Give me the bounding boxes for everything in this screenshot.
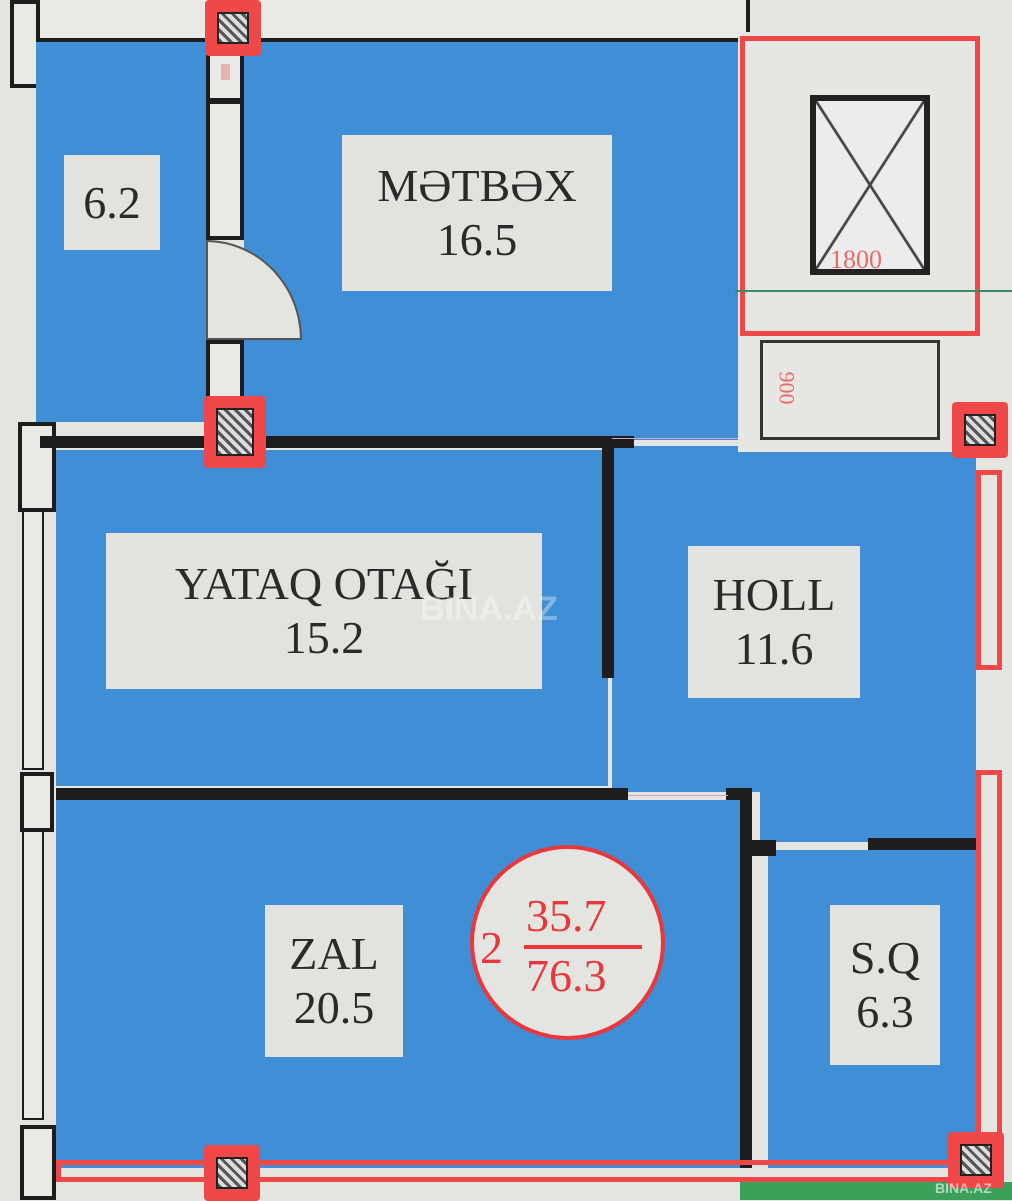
kitchen-name: MƏTBƏX [377, 160, 577, 211]
right-outer-wall-upper [976, 470, 1002, 670]
kitchen-area: 16.5 [436, 214, 518, 265]
bedroom-label: YATAQ OTAĞI 15.2 [106, 533, 542, 689]
hall-name: HOLL [712, 569, 836, 620]
living-right-wall-cap [726, 788, 752, 800]
left-outer-wall-mid [18, 422, 56, 512]
bathroom-name: S.Q [849, 932, 921, 983]
room-count: 2 [480, 922, 503, 973]
top-outer-wall [10, 0, 750, 42]
bathroom-label: S.Q 6.3 [830, 905, 940, 1065]
watermark-corner: BINA.AZ [935, 1180, 992, 1196]
elevator-dimension-label: 1800 [830, 245, 882, 274]
fraction-line [524, 945, 642, 949]
left-outer-wall-upper [10, 0, 40, 88]
bathroom-top-wall [868, 838, 976, 850]
green-dimension-line [735, 290, 1012, 292]
living-label: ZAL 20.5 [265, 905, 403, 1057]
hall-area: 11.6 [734, 623, 814, 674]
left-outer-wall-window-2 [22, 830, 44, 1120]
stair-icon [760, 340, 940, 440]
left-outer-wall-bottom [20, 1125, 56, 1200]
bedroom-top-wall [40, 436, 634, 448]
bedroom-name: YATAQ OTAĞI [175, 558, 473, 609]
total-area: 76.3 [526, 950, 607, 1001]
bathroom-area: 6.3 [856, 986, 914, 1037]
storage-area: 6.2 [83, 176, 141, 228]
living-name: ZAL [289, 928, 379, 979]
bedroom-right-wall [602, 436, 614, 678]
storage-label: 6.2 [64, 155, 160, 250]
column-top [205, 0, 261, 56]
left-outer-wall-window [22, 510, 44, 770]
living-top-wall [56, 788, 628, 800]
living-area-total: 35.7 [526, 890, 607, 941]
living-right-wall [740, 788, 752, 1168]
column-right [952, 402, 1008, 458]
room-hall-corridor [760, 790, 976, 842]
column-bottom-left [204, 1145, 260, 1201]
elevator-shaft-outline [740, 36, 980, 336]
storage-partition [206, 100, 244, 240]
column-mid [204, 396, 266, 468]
watermark: BINA.AZ [420, 590, 558, 628]
apartment-area-badge: 2 35.7 76.3 [470, 845, 665, 1040]
kitchen-label: MƏTBƏX 16.5 [342, 135, 612, 291]
bottom-outer-wall [56, 1160, 986, 1182]
elevator-cabin-icon [810, 95, 930, 275]
pink-guide-line-2 [628, 795, 728, 796]
right-outer-wall-lower [976, 770, 1002, 1170]
bathroom-stub [752, 840, 776, 856]
bedroom-area: 15.2 [283, 612, 365, 663]
column-bottom-right [948, 1132, 1004, 1188]
left-outer-wall-low [20, 772, 54, 832]
hall-label: HOLL 11.6 [688, 546, 860, 698]
living-area: 20.5 [293, 982, 375, 1033]
green-strip [740, 1182, 1012, 1200]
